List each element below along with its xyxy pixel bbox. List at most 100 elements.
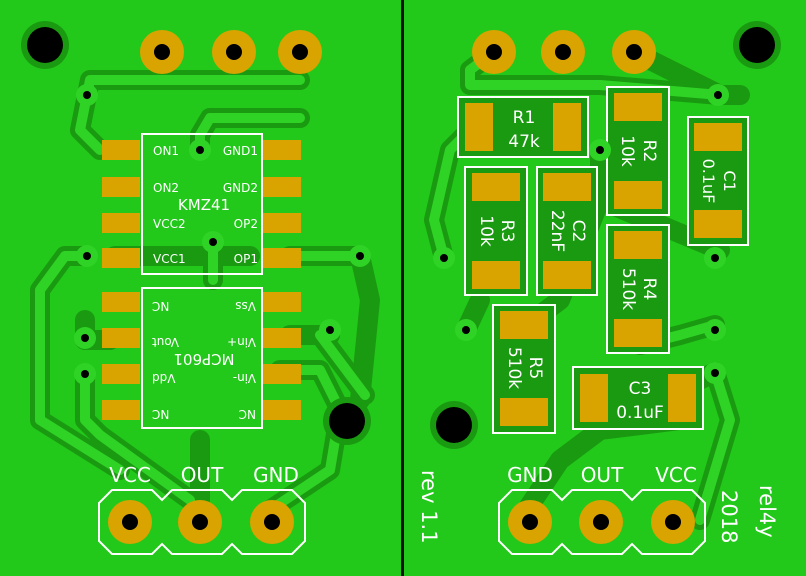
ic-name: MCP601 [173, 350, 234, 368]
ic-pin-label: NC [152, 407, 169, 421]
component-ref: C3 [629, 379, 652, 399]
ic-outline [141, 287, 263, 429]
connector-pad-drill [192, 514, 208, 530]
year-label: 2018 [717, 490, 741, 543]
ic-pin-label: GND2 [223, 181, 258, 195]
via-drill [714, 91, 722, 99]
ic-pin-label: VCC1 [153, 252, 186, 266]
component-r5: R5 510k [492, 304, 556, 434]
component-c1: C1 0.1uF [687, 116, 749, 246]
connector-label: VCC [655, 463, 697, 487]
left-vias [74, 84, 371, 385]
component-value: 510k [618, 268, 638, 310]
component-value: 10k [476, 215, 496, 247]
top-round-pads-left [140, 30, 322, 74]
smd-pad [263, 177, 301, 197]
via-drill [196, 146, 204, 154]
ic-pin-label: Vin- [233, 371, 256, 385]
author-label: rel4y [755, 485, 779, 538]
via-drill [81, 334, 89, 342]
smd-pad [263, 292, 301, 312]
smd-pad [614, 93, 662, 121]
smd-pad [694, 210, 742, 238]
smd-pad [553, 103, 581, 151]
connector-label: GND [507, 463, 553, 487]
smd-pad [465, 103, 493, 151]
smd-pad [102, 213, 140, 233]
smd-pad [102, 364, 140, 384]
board-divider [401, 0, 404, 576]
smd-pad [263, 140, 301, 160]
component-ref: R5 [525, 357, 545, 380]
component-ref: R2 [639, 140, 659, 163]
connector-outline [498, 489, 706, 555]
ic-pin-label: NC [152, 299, 169, 313]
ic-mcp601: NC Vout Vdd NC Vss Vin+ Vin- NC MCP601 [102, 287, 301, 429]
ic-pin-label: Vout [152, 335, 179, 349]
connector-label: VCC [109, 463, 151, 487]
ic-pin-label: VCC2 [153, 217, 186, 231]
via-drill [83, 91, 91, 99]
round-pad-drill [226, 44, 242, 60]
right-vias [433, 84, 729, 384]
right-connector: GND OUT VCC [498, 463, 706, 555]
smd-pad [102, 292, 140, 312]
smd-pad [614, 231, 662, 259]
ic-outline [141, 133, 263, 275]
via-drill [462, 326, 470, 334]
mounting-hole-top-left-drill [27, 27, 63, 63]
smd-pad [263, 248, 301, 268]
ic-pin-label: Vss [235, 299, 256, 313]
smd-pad [472, 173, 520, 201]
connector-label: GND [253, 463, 299, 487]
component-r4: R4 510k [606, 224, 670, 354]
via-drill [711, 254, 719, 262]
component-value: 47k [508, 132, 540, 152]
via-drill [596, 146, 604, 154]
component-value: 0.1uF [616, 403, 664, 423]
component-ref: R4 [639, 278, 659, 301]
revision-label: rev 1.1 [417, 470, 441, 544]
component-ref: R3 [497, 220, 517, 243]
smd-pad [500, 398, 548, 426]
via-drill [356, 252, 364, 260]
component-r1: R1 47k [457, 96, 589, 158]
smd-pad [472, 261, 520, 289]
smd-pad [694, 123, 742, 151]
component-r2: R2 10k [606, 86, 670, 216]
ic-kmz41: ON1 ON2 VCC2 VCC1 GND1 GND2 OP2 OP1 KMZ4… [102, 133, 301, 275]
round-pad-drill [626, 44, 642, 60]
smd-pad [263, 364, 301, 384]
component-ref: R1 [513, 108, 536, 128]
ic-pin-label: ON2 [153, 181, 179, 195]
smd-pad [543, 173, 591, 201]
smd-pad [102, 400, 140, 420]
smd-pad [614, 181, 662, 209]
via-drill [81, 370, 89, 378]
ic-pin-label: NC [239, 407, 256, 421]
ic-name: KMZ41 [178, 196, 230, 214]
component-value: 510k [504, 347, 524, 389]
smd-pad [263, 328, 301, 348]
smd-pad [102, 140, 140, 160]
component-value: 0.1uF [699, 159, 718, 204]
ic-pin-label: ON1 [153, 144, 179, 158]
connector-pad-drill [122, 514, 138, 530]
via-drill [83, 252, 91, 260]
component-value: 10k [617, 135, 637, 167]
round-pad-drill [486, 44, 502, 60]
component-c3: C3 0.1uF [572, 366, 704, 430]
ic-pin-label: Vin+ [227, 335, 256, 349]
ic-pin-label: OP2 [234, 217, 258, 231]
component-c2: C2 22nF [536, 166, 598, 296]
smd-pad [543, 261, 591, 289]
round-pad-drill [555, 44, 571, 60]
smd-pad [263, 400, 301, 420]
via-drill [711, 326, 719, 334]
smd-pad [102, 248, 140, 268]
mounting-hole-bottom-right-drill [329, 403, 365, 439]
via-drill [209, 238, 217, 246]
via-drill [440, 254, 448, 262]
component-value: 22nF [547, 210, 567, 252]
component-ref: C2 [568, 220, 588, 243]
